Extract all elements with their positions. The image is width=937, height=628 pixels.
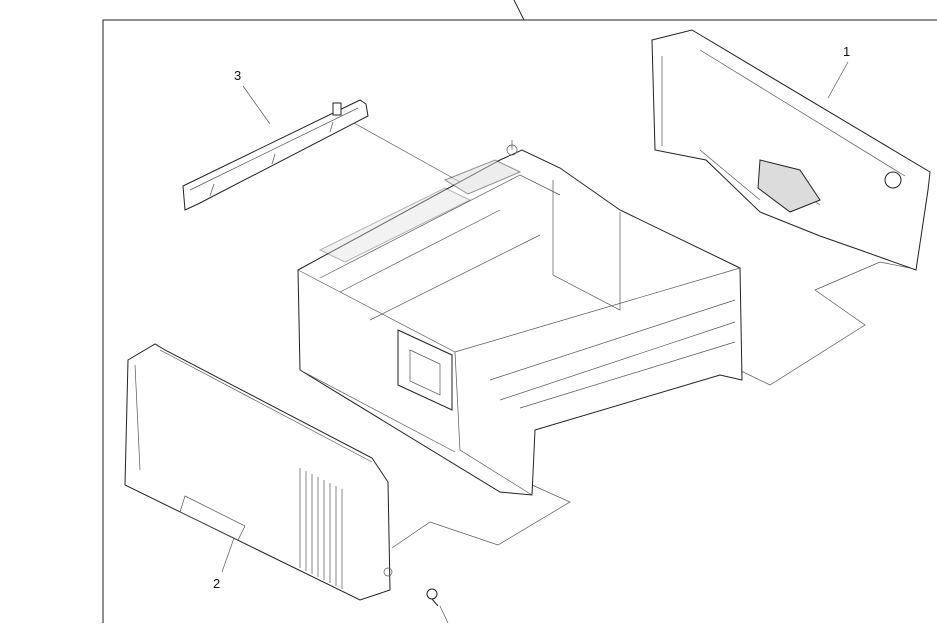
callout-3: 3 (234, 68, 242, 83)
leader-line-3b (344, 117, 461, 183)
leader-line-3 (242, 85, 271, 125)
leader-line-screw (439, 605, 449, 624)
frame-tick (513, 0, 525, 21)
callout-2: 2 (213, 576, 221, 591)
leader-line-2 (221, 537, 235, 573)
part-2-front-cover (124, 343, 393, 601)
frame-border (102, 19, 937, 623)
main-chassis-frame (297, 140, 743, 496)
front-cover-vent-grille (299, 468, 343, 589)
part-3-rail-bracket (182, 99, 369, 211)
leader-line-2b (391, 484, 571, 549)
leader-line-1 (827, 61, 849, 99)
part-1-rear-cover (651, 29, 931, 271)
callout-1: 1 (843, 44, 851, 59)
screw (426, 588, 439, 607)
leader-line-1b (734, 261, 911, 386)
